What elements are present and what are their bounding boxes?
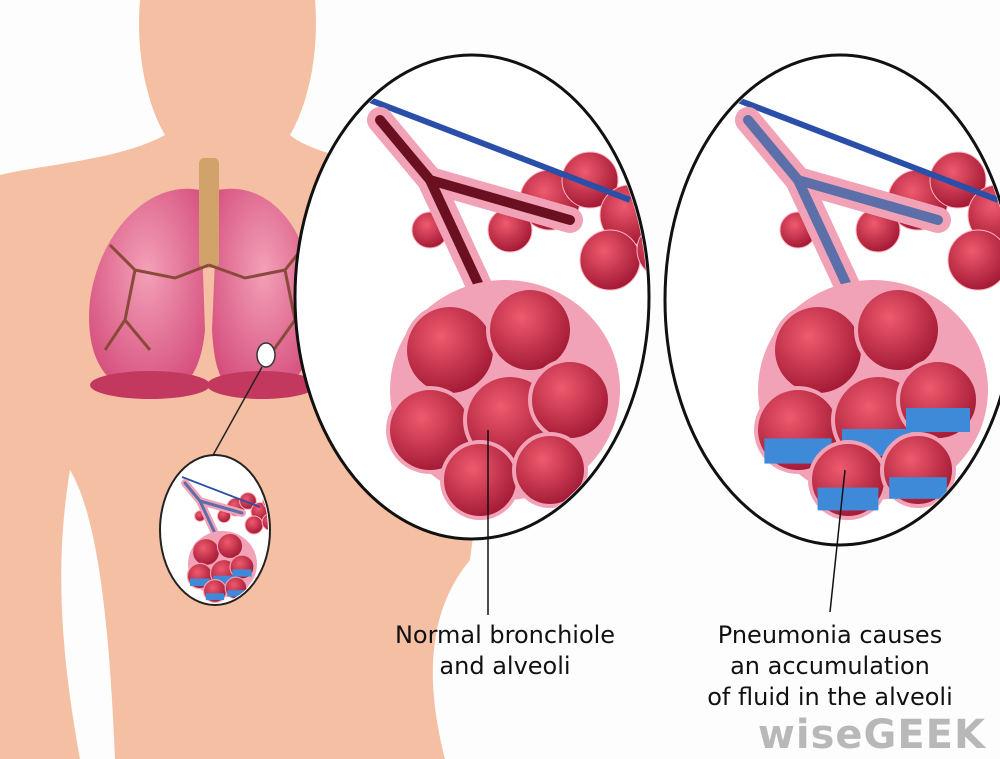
normal-caption: Normal bronchiole and alveoli [365, 620, 645, 682]
blood-vessel [368, 97, 632, 203]
trachea [199, 158, 219, 268]
background-alveolus [947, 229, 1000, 291]
background-alveolus [239, 492, 257, 510]
fluid [232, 569, 252, 577]
normal-caption-line: Normal bronchiole [394, 621, 616, 649]
alveolus [403, 303, 497, 397]
blood-vessel [736, 97, 1000, 203]
fluid [213, 575, 235, 584]
alveolus [440, 440, 520, 520]
pneumonia-caption-line: of fluid in the alveoli [707, 683, 953, 711]
background-alveolus [579, 229, 641, 291]
alveolus [216, 532, 244, 560]
background-alveolus [636, 221, 647, 279]
background-alveolus [929, 151, 987, 209]
alveolus [512, 432, 588, 508]
fluid [205, 593, 225, 601]
fluid [906, 408, 970, 432]
fluid [227, 590, 245, 597]
background-alveolus [561, 151, 619, 209]
watermark-logo: wiseGEEK [757, 712, 986, 758]
alveolus [854, 286, 942, 374]
alveolus [771, 303, 865, 397]
blood-vessel [181, 476, 261, 508]
pneumonia-caption-line: an accumulation [730, 652, 930, 680]
normal-caption-line: and alveoli [439, 652, 571, 680]
pneumonia-pointer-line [829, 469, 846, 613]
zoom-marker [256, 342, 276, 368]
pneumonia-caption-line: Pneumonia causes [717, 621, 943, 649]
alveolus [528, 358, 612, 442]
background-alveolus [244, 515, 264, 535]
background-alveolus [261, 513, 268, 531]
pneumonia-caption: Pneumonia causes an accumulation of flui… [680, 620, 980, 713]
alveolus [486, 286, 574, 374]
fluid [817, 487, 879, 511]
alveolus [191, 537, 221, 567]
fluid [189, 578, 211, 587]
fluid [889, 477, 947, 499]
